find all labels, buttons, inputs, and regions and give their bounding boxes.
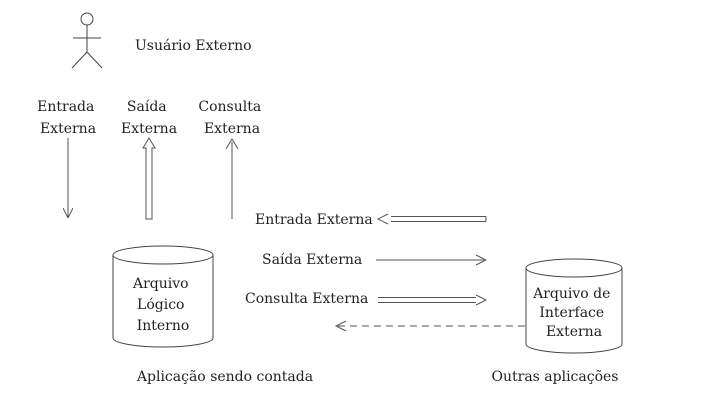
app-saida-arrow bbox=[376, 254, 488, 266]
consulta-up-arrow bbox=[225, 138, 239, 219]
entrada-line-2: Externa bbox=[40, 121, 96, 137]
entrada-externa-user-label: Entrada Externa bbox=[37, 99, 99, 137]
other-applications-caption: Outras aplicações bbox=[492, 369, 619, 385]
external-file-line-2: Interface bbox=[539, 305, 604, 321]
actor-label: Usuário Externo bbox=[135, 38, 252, 54]
consulta-line-1: Consulta bbox=[198, 99, 261, 115]
stick-figure-icon bbox=[71, 12, 103, 69]
internal-file-label: Arquivo Lógico Interno bbox=[132, 276, 193, 334]
entrada-line-1: Entrada bbox=[37, 99, 94, 115]
app-consulta-arrow bbox=[378, 294, 488, 306]
app-entrada-label: Entrada Externa bbox=[255, 212, 373, 228]
app-consulta-label: Consulta Externa bbox=[245, 291, 368, 307]
cylinder-icon bbox=[525, 258, 623, 354]
external-file-label: Arquivo de Interface Externa bbox=[532, 286, 615, 340]
external-read-dashed-arrow bbox=[334, 320, 526, 332]
internal-file-line-3: Interno bbox=[137, 318, 190, 334]
app-entrada-arrow bbox=[376, 213, 487, 225]
application-caption: Aplicação sendo contada bbox=[136, 369, 313, 385]
saida-up-arrow bbox=[142, 137, 156, 220]
app-saida-label: Saída Externa bbox=[262, 252, 362, 268]
saida-externa-user-label: Saída Externa bbox=[121, 99, 177, 137]
saida-line-2: Externa bbox=[121, 121, 177, 137]
external-file-line-3: Externa bbox=[546, 324, 602, 340]
consulta-externa-user-label: Consulta Externa bbox=[198, 99, 265, 137]
internal-file-line-2: Lógico bbox=[137, 297, 184, 313]
saida-line-1: Saída bbox=[127, 99, 167, 115]
external-file-line-1: Arquivo de bbox=[532, 286, 610, 302]
cylinder-icon bbox=[112, 245, 214, 348]
internal-file-line-1: Arquivo bbox=[132, 276, 189, 292]
consulta-line-2: Externa bbox=[204, 121, 260, 137]
